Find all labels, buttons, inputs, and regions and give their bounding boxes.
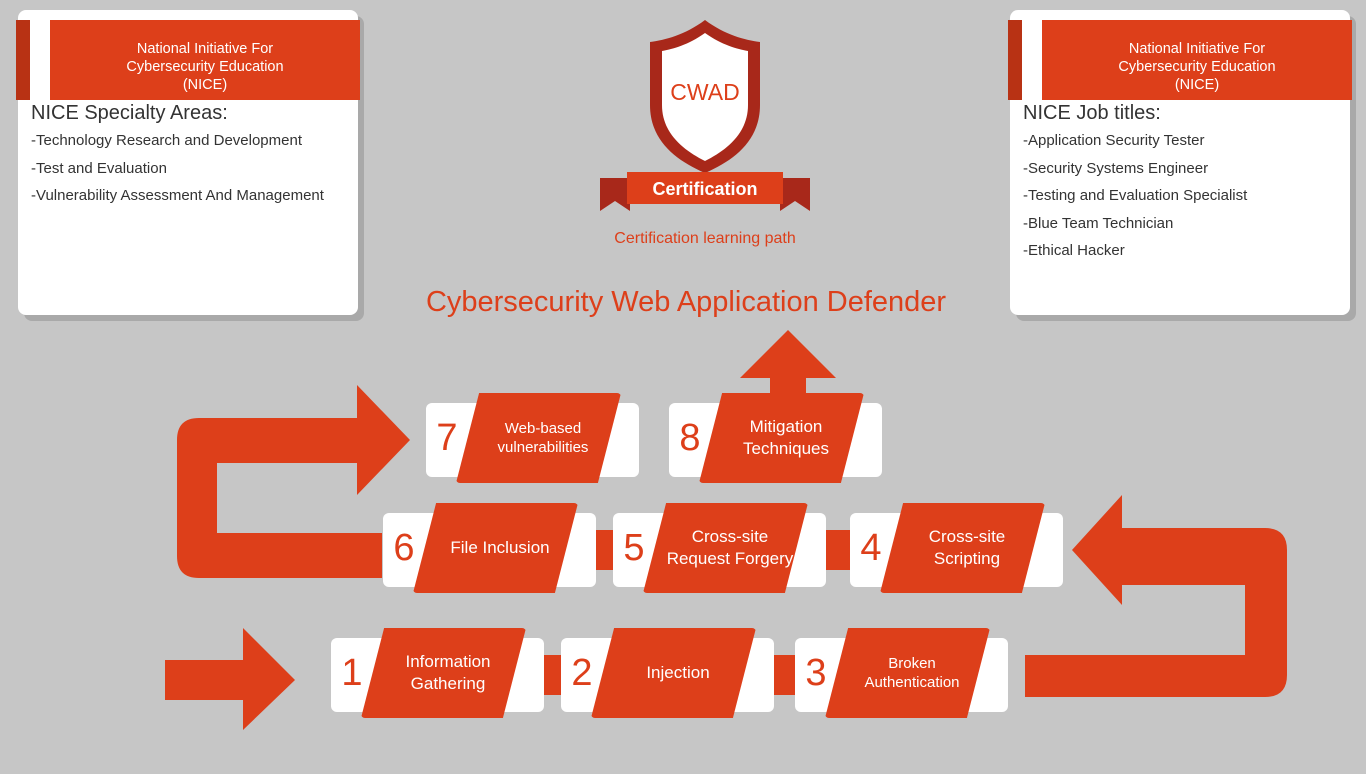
- step-5: 5 Cross-site Request Forgery: [613, 503, 826, 593]
- step-2: 2 Injection: [561, 628, 774, 718]
- header-line: Cybersecurity Education: [126, 59, 284, 75]
- nice-job-titles-card: National Initiative For Cybersecurity Ed…: [1008, 10, 1352, 315]
- step-number: 5: [623, 527, 645, 569]
- list-item: -Ethical Hacker: [1023, 242, 1125, 259]
- u-turn-left-arrow-icon: [177, 385, 410, 578]
- list-item: -Test and Evaluation: [31, 159, 167, 177]
- step-label: Web-based vulnerabilities: [497, 420, 589, 456]
- page-title: Cybersecurity Web Application Defender: [425, 286, 947, 318]
- header-line: National Initiative For: [136, 41, 274, 57]
- connector: [592, 530, 617, 570]
- step-number: 1: [341, 652, 363, 694]
- list-item: -Blue Team Technician: [1023, 214, 1174, 232]
- certification-badge-icon: CWAD Certification: [600, 20, 810, 211]
- step-number: 3: [805, 652, 827, 694]
- header-line: (NICE): [1174, 77, 1220, 93]
- step-label: Information Gathering: [405, 652, 491, 693]
- list-item: -Vulnerability Assessment And Management: [31, 187, 324, 204]
- card-header: National Initiative For Cybersecurity Ed…: [1008, 20, 1352, 100]
- step-label: Injection: [646, 663, 710, 682]
- step-4: 4 Cross-site Scripting: [850, 503, 1063, 593]
- badge-subtitle: Certification learning path: [614, 230, 796, 247]
- job-title-list: -Application Security Tester -Security S…: [1023, 132, 1247, 270]
- step-number: 6: [393, 527, 415, 569]
- step-number: 4: [860, 527, 882, 569]
- step-1: 1 Information Gathering: [331, 628, 544, 718]
- card-header: National Initiative For Cybersecurity Ed…: [16, 20, 360, 100]
- nice-specialty-card: National Initiative For Cybersecurity Ed…: [16, 10, 360, 315]
- card-title: NICE Job titles:: [1023, 102, 1161, 124]
- step-label: Mitigation Techniques: [742, 417, 829, 458]
- step-label: Cross-site Request Forgery: [666, 527, 794, 568]
- u-turn-right-arrow-icon: [1025, 495, 1287, 697]
- list-item: -Technology Research and Development: [31, 132, 302, 149]
- exit-up-arrow-icon: [740, 330, 836, 400]
- step-number: 2: [571, 652, 593, 694]
- step-8: 8 Mitigation Techniques: [669, 393, 882, 483]
- shield-text: CWAD: [670, 79, 739, 105]
- card-title: NICE Specialty Areas:: [31, 102, 228, 124]
- ribbon-text: Certification: [652, 179, 757, 199]
- step-number: 8: [679, 417, 701, 459]
- list-item: -Application Security Tester: [1023, 132, 1205, 149]
- step-7: 7 Web-based vulnerabilities: [426, 393, 639, 483]
- header-line: (NICE): [182, 77, 228, 93]
- list-item: -Testing and Evaluation Specialist: [1023, 187, 1248, 204]
- list-item: -Security Systems Engineer: [1023, 159, 1209, 177]
- header-line: National Initiative For: [1128, 41, 1266, 57]
- step-label: File Inclusion: [450, 538, 550, 557]
- header-line: Cybersecurity Education: [1118, 59, 1276, 75]
- connector: [540, 655, 565, 695]
- step-number: 7: [436, 417, 458, 459]
- step-3: 3 Broken Authentication: [795, 628, 1008, 718]
- specialty-list: -Technology Research and Development -Te…: [31, 132, 324, 215]
- step-label: Broken Authentication: [864, 655, 960, 691]
- step-label: Cross-site Scripting: [928, 527, 1006, 568]
- step-6: 6 File Inclusion: [383, 503, 596, 593]
- connector: [822, 530, 854, 570]
- connector: [770, 655, 799, 695]
- entry-arrow-icon: [165, 628, 295, 730]
